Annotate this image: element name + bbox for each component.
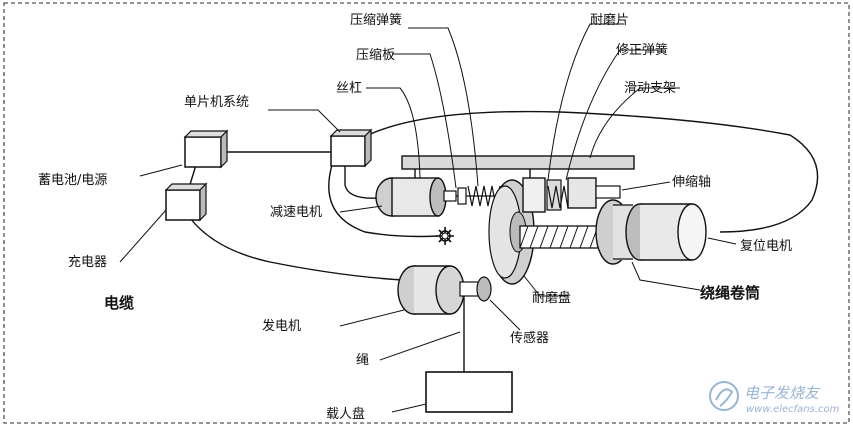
battery-box xyxy=(183,129,229,169)
label-telescopic-shaft: 伸缩轴 xyxy=(672,174,711,190)
reduction-motor xyxy=(375,177,457,217)
label-sliding-bracket: 滑动支架 xyxy=(624,81,676,96)
watermark-logo-icon xyxy=(709,381,739,411)
telescopic-shaft xyxy=(567,177,621,209)
charger-box xyxy=(164,182,208,222)
wear-pad-block xyxy=(522,177,569,213)
wiring xyxy=(187,110,819,281)
label-rope-drum: 绕绳卷筒 xyxy=(700,284,760,302)
label-battery-power: 蓄电池/电源 xyxy=(38,173,107,188)
label-carrier-plate: 载人盘 xyxy=(326,406,365,422)
label-correction-spring: 修正弹簧 xyxy=(616,42,668,58)
sliding-bracket-bar xyxy=(401,155,635,182)
generator xyxy=(397,265,492,315)
reset-motor xyxy=(625,203,707,261)
label-generator: 发电机 xyxy=(262,318,301,334)
label-compression-plate: 压缩板 xyxy=(356,47,395,63)
label-compression-spring: 压缩弹簧 xyxy=(350,12,402,28)
label-wear-disc: 耐磨盘 xyxy=(532,290,571,306)
sensor-gear-icon xyxy=(436,227,454,245)
label-rope: 绳 xyxy=(356,353,369,368)
label-cable: 电缆 xyxy=(104,294,134,312)
label-wear-pad: 耐磨片 xyxy=(590,13,629,28)
label-mcu-system: 单片机系统 xyxy=(184,95,249,110)
diagram-border xyxy=(3,2,850,424)
watermark: 电子发烧友 www.elecfans.com xyxy=(709,381,840,415)
watermark-url: www.elecfans.com xyxy=(746,404,840,415)
leader-lines xyxy=(119,23,737,413)
carrier-plate-box xyxy=(425,371,513,413)
drum-shaft xyxy=(519,225,601,249)
label-sensor: 传感器 xyxy=(510,330,549,346)
label-reset-motor: 复位电机 xyxy=(740,239,792,254)
label-reduction-motor: 减速电机 xyxy=(270,205,322,220)
label-lead-screw: 丝杠 xyxy=(336,80,362,96)
label-charger: 充电器 xyxy=(68,254,107,270)
watermark-text: 电子发烧友 xyxy=(744,384,821,402)
mcu-box xyxy=(329,128,373,168)
